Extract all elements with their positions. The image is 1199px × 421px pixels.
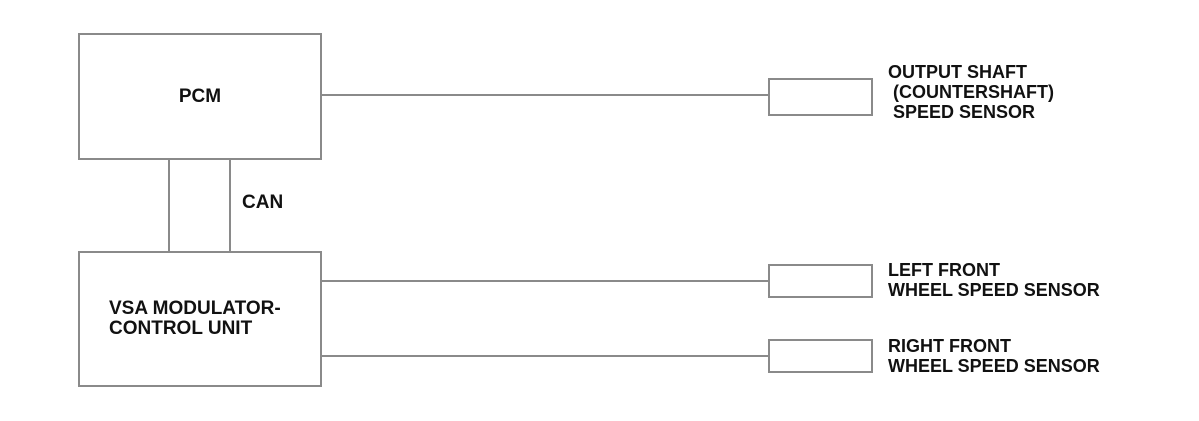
sensor-label-line: RIGHT FRONT	[888, 336, 1011, 356]
sensor-label-line: WHEEL SPEED SENSOR	[888, 280, 1100, 300]
wire-pcm-to-output-shaft-sensor	[322, 94, 768, 96]
sensor-label-line: SPEED SENSOR	[888, 102, 1036, 122]
sensor-label-line: OUTPUT SHAFT	[888, 62, 1027, 82]
output-shaft-sensor-connector	[768, 78, 873, 116]
pcm-block: PCM	[78, 33, 322, 160]
left-front-wheel-sensor-connector	[768, 264, 873, 298]
vsa-modulator-control-unit-block: VSA MODULATOR- CONTROL UNIT	[78, 251, 322, 387]
vsa-label-line1: VSA MODULATOR-	[109, 298, 281, 319]
sensor-label-line: WHEEL SPEED SENSOR	[888, 356, 1100, 376]
sensor-label-line: (COUNTERSHAFT)	[888, 82, 1054, 102]
can-bus-line-left	[168, 160, 170, 251]
vsa-label-line2: CONTROL UNIT	[109, 318, 253, 339]
wire-vsa-to-right-front-sensor	[322, 355, 768, 357]
sensor-label-line: LEFT FRONT	[888, 260, 1000, 280]
pcm-label: PCM	[178, 85, 222, 107]
left-front-wheel-speed-sensor-label: LEFT FRONT WHEEL SPEED SENSOR	[888, 260, 1100, 300]
can-bus-line-right	[229, 160, 231, 251]
right-front-wheel-sensor-connector	[768, 339, 873, 373]
can-bus-label: CAN	[242, 192, 284, 213]
wire-vsa-to-left-front-sensor	[322, 280, 768, 282]
output-shaft-speed-sensor-label: OUTPUT SHAFT (COUNTERSHAFT) SPEED SENSOR	[888, 62, 1054, 122]
right-front-wheel-speed-sensor-label: RIGHT FRONT WHEEL SPEED SENSOR	[888, 336, 1100, 376]
